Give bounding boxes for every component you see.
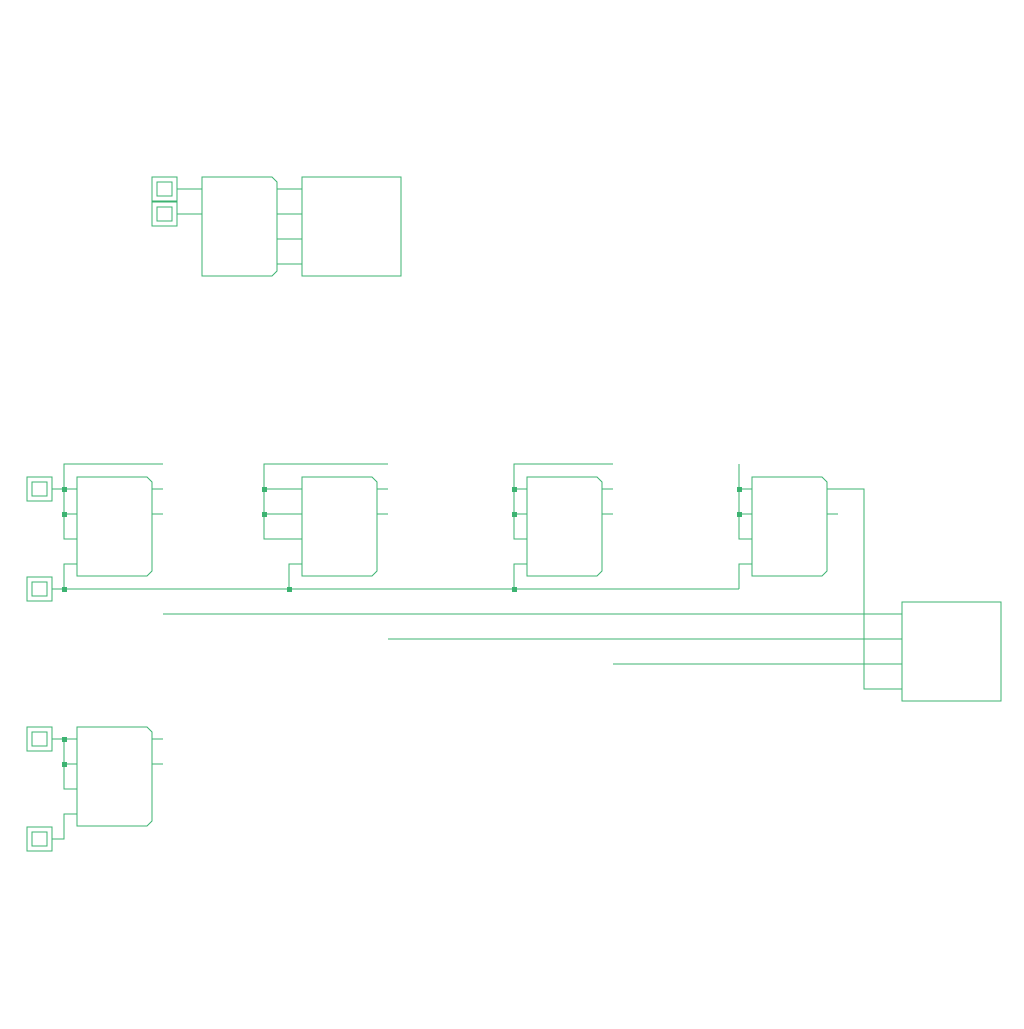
- junction-dot-icon: [62, 587, 67, 592]
- junction-dot-icon: [737, 487, 742, 492]
- junction-dot-icon: [262, 512, 267, 517]
- io-pin-bottom-b[interactable]: [26, 826, 53, 852]
- junction-dot-icon: [512, 512, 517, 517]
- junction-dot-icon: [737, 512, 742, 517]
- junction-dot-icon: [62, 737, 67, 742]
- junction-dot-icon: [262, 487, 267, 492]
- circuit-group-chain: [26, 463, 1002, 702]
- logic-gate-stage-1[interactable]: [76, 476, 153, 577]
- io-pin-top-2[interactable]: [151, 201, 178, 227]
- junction-dot-icon: [287, 587, 292, 592]
- io-pin-chain-b[interactable]: [26, 576, 53, 602]
- chain-stage-4: [737, 464, 902, 690]
- logic-gate-bottom[interactable]: [76, 726, 153, 827]
- collector-block[interactable]: [901, 601, 1002, 702]
- chain-stage-3: [512, 463, 613, 589]
- io-pin-chain-a[interactable]: [26, 476, 53, 502]
- junction-dot-icon: [512, 587, 517, 592]
- chain-stage-2: [262, 463, 388, 589]
- circuit-group-bottom: [26, 726, 163, 852]
- circuit-group-top: [151, 176, 402, 277]
- io-pin-bottom-a[interactable]: [26, 726, 53, 752]
- junction-dot-icon: [62, 487, 67, 492]
- logic-gate-top[interactable]: [201, 176, 278, 277]
- bus-connections-top: [277, 188, 302, 265]
- logic-gate-stage-4[interactable]: [751, 476, 828, 577]
- logic-gate-stage-2[interactable]: [301, 476, 378, 577]
- chain-stage-1: [52, 463, 163, 589]
- junction-dot-icon: [512, 487, 517, 492]
- output-block-top[interactable]: [301, 176, 402, 277]
- junction-dot-icon: [62, 762, 67, 767]
- junction-dot-icon: [62, 512, 67, 517]
- io-pin-top-1[interactable]: [151, 176, 178, 202]
- logic-gate-stage-3[interactable]: [526, 476, 603, 577]
